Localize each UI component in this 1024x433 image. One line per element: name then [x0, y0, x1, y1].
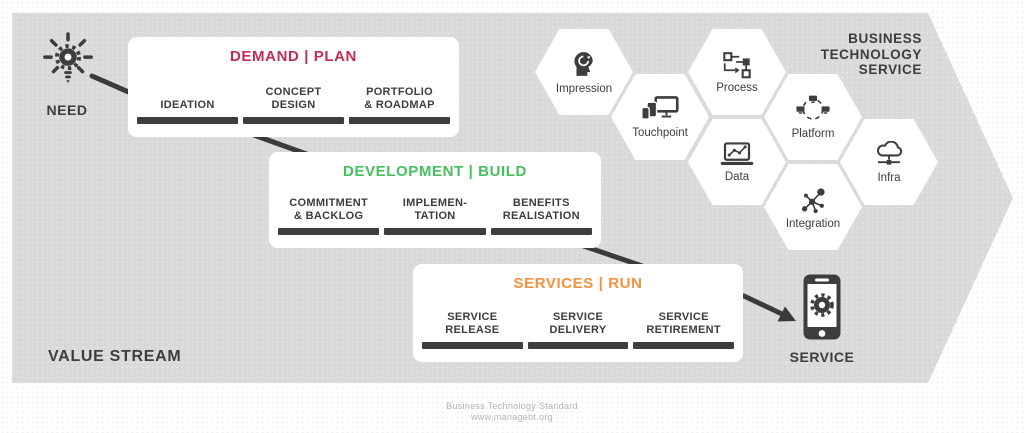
hexagon-label: Data: [724, 170, 750, 183]
substage-label: CONCEPT DESIGN: [265, 86, 322, 111]
substage-bar: [633, 342, 735, 349]
substage-row: IDEATION CONCEPT DESIGN PORTFOLIO & ROAD…: [137, 86, 450, 124]
substage-portfolio-roadmap: PORTFOLIO & ROADMAP: [349, 86, 450, 124]
substage-label: IDEATION: [160, 98, 215, 111]
substage-label: IMPLEMEN- TATION: [402, 197, 468, 222]
substage-implementation: IMPLEMEN- TATION: [384, 197, 486, 235]
stage-card-development-build: DEVELOPMENT | BUILD COMMITMENT & BACKLOG…: [269, 152, 601, 248]
hexagon-label: Touchpoint: [632, 126, 688, 139]
service-icon: [802, 273, 842, 341]
substage-row: COMMITMENT & BACKLOG IMPLEMEN- TATION BE…: [278, 197, 592, 235]
substage-bar: [422, 342, 523, 349]
integration-icon: [798, 185, 828, 215]
hexagon-label: Infra: [877, 171, 901, 184]
hexagon-label: Impression: [555, 82, 613, 95]
business-technology-service-title: BUSINESS TECHNOLOGY SERVICE: [820, 31, 922, 77]
hexagon-label: Process: [716, 81, 758, 94]
platform-icon: [796, 95, 830, 125]
substage-bar: [243, 117, 344, 124]
substage-service-release: SERVICE RELEASE: [422, 311, 523, 349]
stage-title: DEMAND | PLAN: [230, 48, 357, 65]
substage-label: SERVICE RELEASE: [445, 311, 500, 336]
substage-concept-design: CONCEPT DESIGN: [243, 86, 344, 124]
substage-bar: [349, 117, 450, 124]
arrowhead-to-service: [777, 306, 796, 322]
connector-run-to-service: [741, 293, 785, 317]
substage-bar: [384, 228, 486, 235]
substage-benefits-realisation: BENEFITS REALISATION: [490, 197, 592, 235]
substage-label: BENEFITS REALISATION: [502, 197, 580, 222]
substage-commitment-backlog: COMMITMENT & BACKLOG: [278, 197, 380, 235]
substage-service-retirement: SERVICE RETIREMENT: [633, 311, 735, 349]
substage-service-delivery: SERVICE DELIVERY: [527, 311, 629, 349]
substage-label: COMMITMENT & BACKLOG: [289, 197, 369, 222]
value-stream-label: VALUE STREAM: [48, 348, 182, 365]
footer-line1: Business Technology Standard: [446, 401, 578, 411]
substage-bar: [137, 117, 238, 124]
substage-bar: [527, 342, 629, 349]
stage-card-demand-plan: DEMAND | PLAN IDEATION CONCEPT DESIGN PO…: [128, 37, 459, 137]
process-icon: [722, 51, 752, 79]
hexagon-label: Platform: [791, 127, 835, 140]
stage-title: DEVELOPMENT | BUILD: [343, 163, 527, 180]
footer-line2: www.managebt.org: [471, 411, 553, 422]
substage-bar: [490, 228, 592, 235]
substage-label: PORTFOLIO & ROADMAP: [364, 86, 435, 111]
stage-card-services-run: SERVICES | RUN SERVICE RELEASE SERVICE D…: [413, 264, 743, 362]
substage-row: SERVICE RELEASE SERVICE DELIVERY SERVICE…: [422, 311, 735, 349]
substage-ideation: IDEATION: [137, 86, 238, 124]
infra-icon: [872, 140, 906, 169]
hexagon-label: Integration: [785, 217, 841, 230]
substage-label: SERVICE DELIVERY: [549, 311, 607, 336]
impression-icon: [569, 50, 599, 80]
need-icon: [40, 32, 96, 88]
service-label: SERVICE: [789, 349, 855, 365]
stage-title: SERVICES | RUN: [513, 275, 643, 292]
data-icon: [719, 141, 755, 168]
footer: Business Technology Standard www.manageb…: [362, 401, 662, 422]
substage-bar: [278, 228, 380, 235]
need-label: NEED: [46, 102, 88, 118]
substage-label: SERVICE RETIREMENT: [646, 311, 721, 336]
touchpoint-icon: [641, 95, 679, 124]
